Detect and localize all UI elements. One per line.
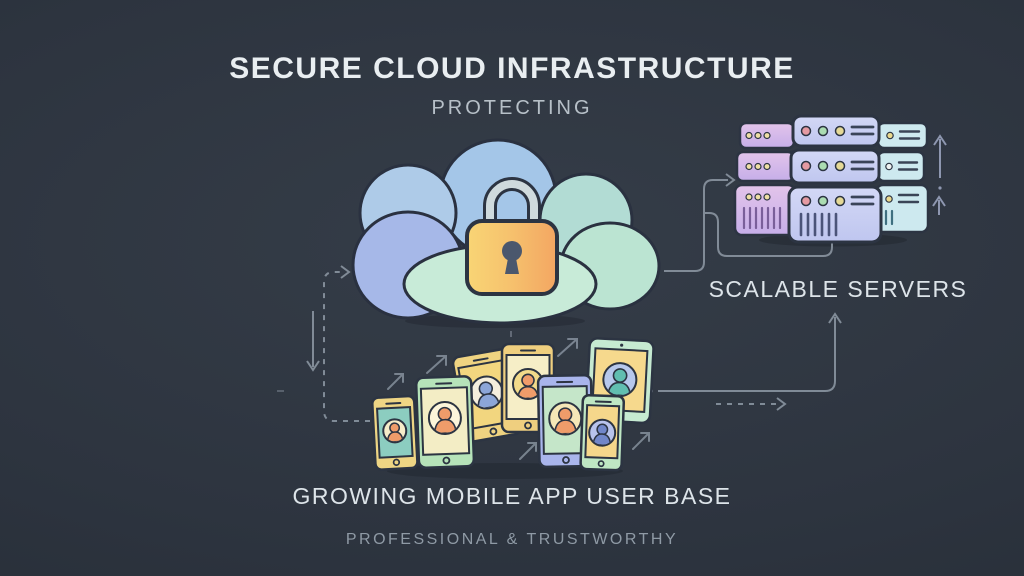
page-title: SECURE CLOUD INFRASTRUCTURE: [229, 52, 795, 85]
users-to-servers-connector: [649, 312, 842, 411]
growth-arrow-icon: [387, 338, 650, 460]
server-stack-left: [733, 121, 797, 237]
smartphone-icon: [371, 394, 419, 471]
user-avatar-icon: [433, 406, 458, 434]
server-rack-icon: [733, 114, 930, 244]
mobile-users-label: GROWING MOBILE APP USER BASE: [292, 483, 732, 509]
subtitle: PROTECTING: [431, 97, 593, 119]
padlock-icon: [465, 177, 559, 296]
servers-return-connector: [704, 212, 833, 257]
user-avatar-icon: [477, 381, 501, 410]
server-stack-center: [787, 114, 883, 244]
user-avatar-icon: [553, 407, 578, 434]
cloud-to-servers-connector: [664, 173, 736, 272]
tagline: PROFESSIONAL & TRUSTWORTHY: [345, 531, 679, 548]
user-avatar-icon: [606, 368, 632, 396]
smartphone-icon: [414, 375, 476, 469]
user-avatar-icon: [592, 423, 612, 446]
smartphone-icon: [579, 393, 626, 472]
down-arrow-icon: [306, 311, 320, 372]
server-stack-right: [874, 121, 930, 234]
user-avatar-icon: [516, 373, 540, 398]
dashed-flow-arrow-icon: [323, 265, 392, 422]
scale-up-arrow-icon: [932, 134, 947, 215]
scalable-servers-label: SCALABLE SERVERS: [708, 276, 968, 302]
keyhole: [502, 241, 522, 274]
